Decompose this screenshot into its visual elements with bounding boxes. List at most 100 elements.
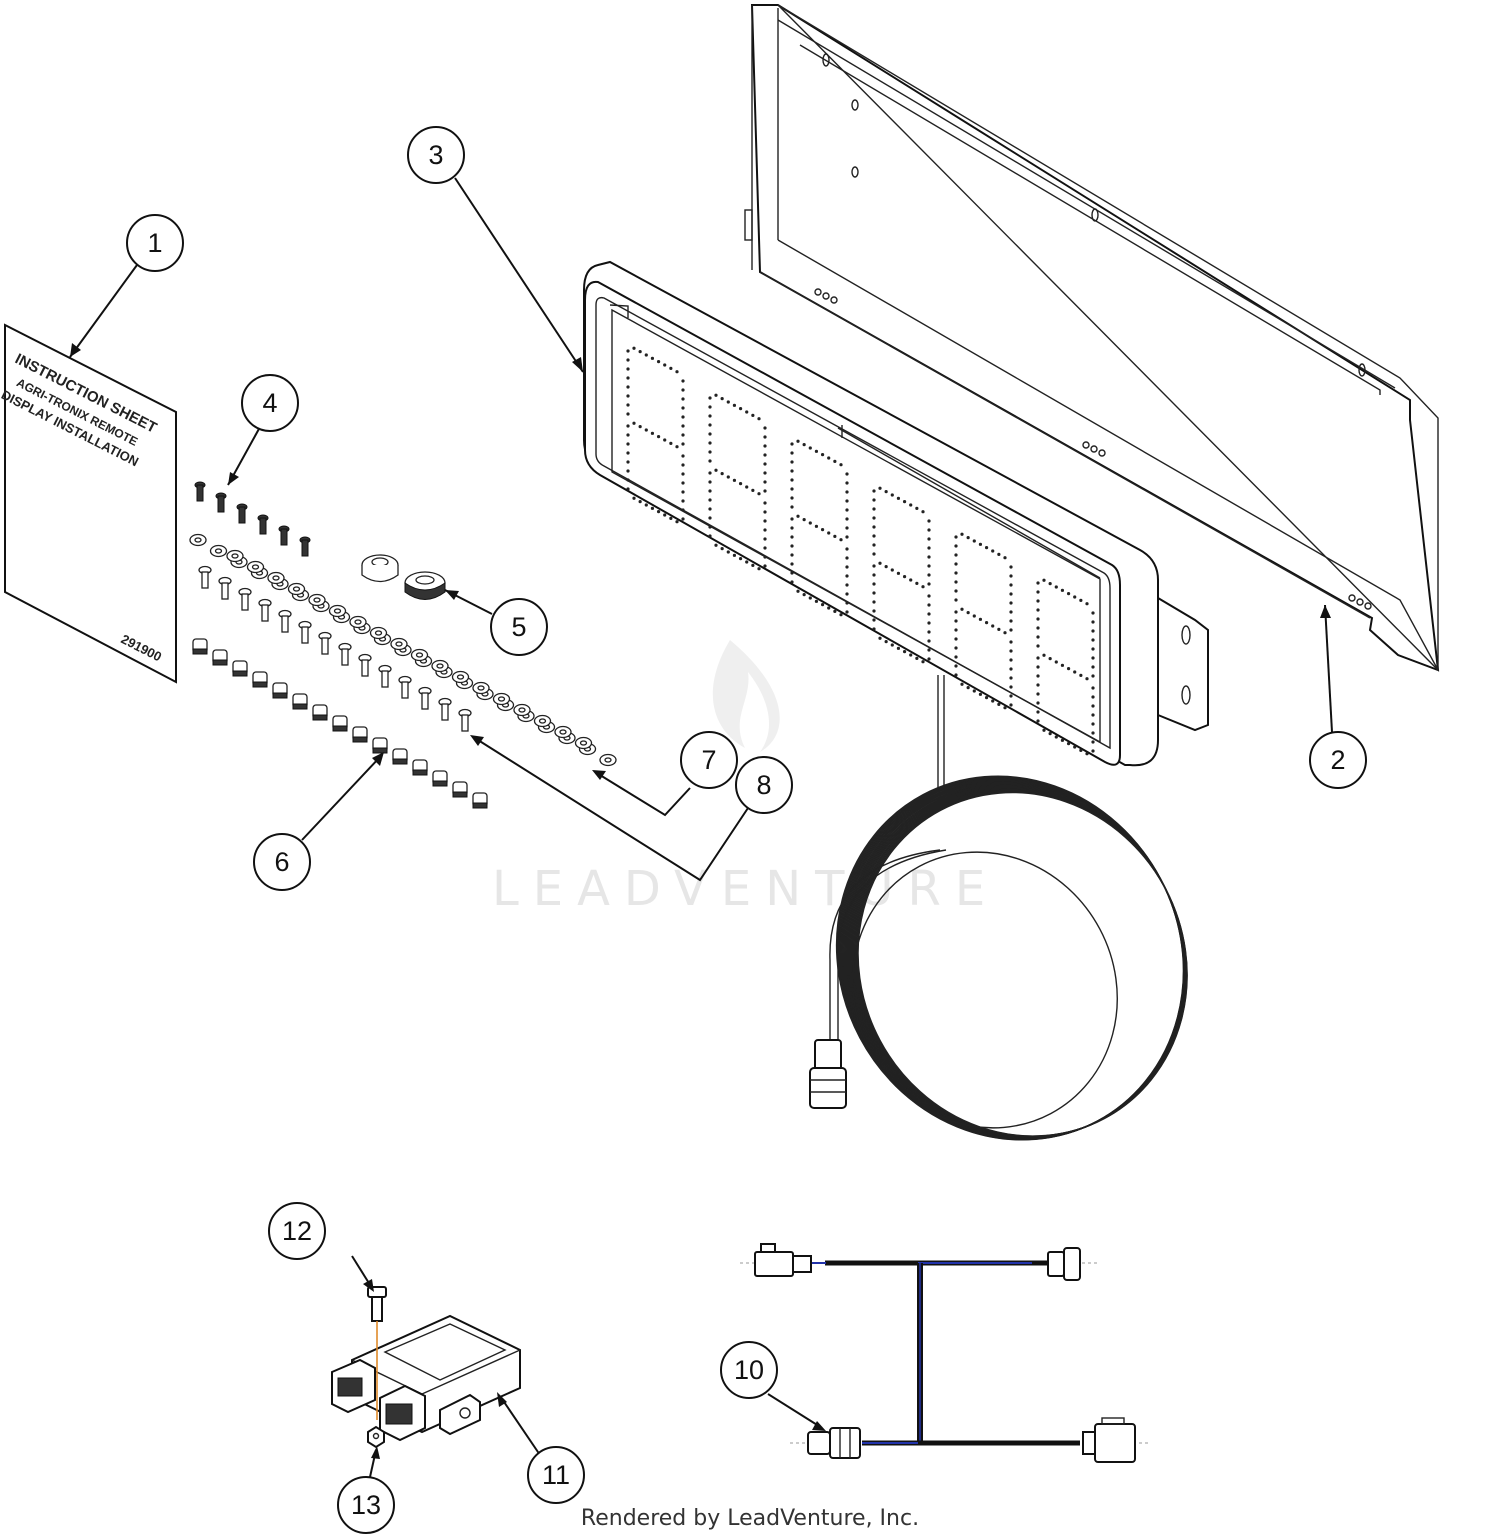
nut-hole (231, 553, 239, 559)
display-dot (790, 544, 794, 548)
display-dot (1073, 670, 1077, 674)
display-dot (1054, 735, 1058, 739)
nut-hole (333, 608, 342, 614)
display-dot (732, 403, 737, 407)
clip-band (472, 802, 488, 809)
display-dot (1009, 628, 1013, 632)
display-dot (1048, 732, 1052, 736)
display-dot (915, 581, 919, 585)
display-dot (1066, 592, 1071, 596)
clip-band (372, 747, 388, 754)
display-dot (991, 699, 995, 703)
display-dot (872, 507, 876, 511)
display-dot (833, 609, 837, 613)
display-dot (681, 388, 685, 392)
clip-band (212, 659, 228, 666)
display-dot (966, 611, 970, 615)
display-dot (790, 469, 794, 473)
display-dot (927, 519, 931, 523)
svg-text:10: 10 (734, 1355, 764, 1385)
clip-band (432, 780, 448, 787)
display-dot (763, 555, 767, 559)
display-dot (839, 613, 843, 617)
display-dot (626, 460, 630, 464)
display-dot (626, 433, 630, 437)
display-dot (763, 435, 767, 439)
clip-band (452, 791, 468, 798)
display-dot (1003, 706, 1007, 710)
display-dot (708, 405, 712, 409)
bolt-shank (321, 637, 329, 655)
display-dot (796, 439, 800, 443)
nut-hole (456, 674, 465, 680)
display-dot (626, 367, 630, 371)
display-dot (954, 553, 958, 557)
display-dot (632, 346, 636, 350)
nut-hole (194, 537, 202, 543)
svg-text:6: 6 (274, 847, 289, 877)
clip-band (332, 725, 348, 732)
display-dot (790, 478, 794, 482)
display-dot (1009, 649, 1013, 653)
display-dot (790, 487, 794, 491)
display-dot (927, 546, 931, 550)
display-dot (927, 639, 931, 643)
bolt-shank (201, 571, 209, 589)
display-dot (1009, 694, 1013, 698)
display-dot (626, 424, 630, 428)
display-dot (820, 528, 825, 532)
callout-1: 1 (126, 214, 184, 272)
display-dot (909, 503, 913, 507)
clip-band (272, 692, 288, 699)
svg-text:8: 8 (756, 770, 771, 800)
display-dot (675, 445, 679, 449)
display-dot (1091, 674, 1095, 678)
screws-part-4 (194, 481, 311, 557)
display-dot (1054, 660, 1058, 664)
display-dot (915, 506, 919, 510)
bolt-shank (401, 681, 409, 699)
nut-hole (415, 652, 424, 658)
nut-hole (497, 696, 506, 702)
display-dot (644, 503, 648, 507)
display-dot (681, 517, 685, 521)
display-dot (827, 531, 831, 535)
display-dot (708, 480, 712, 484)
display-dot (790, 517, 794, 521)
display-dot (1036, 719, 1040, 723)
nut-hole (251, 564, 260, 570)
display-dot (1003, 631, 1007, 635)
display-dot (872, 627, 876, 631)
display-dot (1036, 665, 1040, 669)
display-dot (681, 463, 685, 467)
display-dot (984, 546, 989, 550)
display-dot (738, 557, 743, 561)
display-dot (763, 501, 767, 505)
display-dot (927, 657, 931, 661)
display-dot (954, 628, 958, 632)
display-dot (669, 366, 673, 370)
display-dot (663, 513, 667, 517)
coil-loop (854, 789, 1188, 1138)
display-dot (978, 542, 983, 546)
nut-hole (292, 586, 301, 592)
remote-display (583, 260, 1209, 767)
nut-hole (604, 757, 612, 763)
display-dot (675, 520, 679, 524)
clip-band (252, 681, 268, 688)
display-dot (1036, 674, 1040, 678)
display-dot (902, 500, 907, 504)
nuts-part-7 (189, 533, 617, 767)
display-dot (1042, 728, 1046, 732)
display-dot (656, 435, 661, 439)
svg-text:1: 1 (147, 228, 162, 258)
display-dot (1066, 667, 1071, 671)
callout-6: 6 (253, 833, 311, 891)
display-dot (890, 493, 894, 497)
display-dot (827, 456, 831, 460)
display-dot (726, 400, 730, 404)
cable-connector (809, 1039, 847, 1109)
display-dot (681, 490, 685, 494)
display-dot (1009, 685, 1013, 689)
